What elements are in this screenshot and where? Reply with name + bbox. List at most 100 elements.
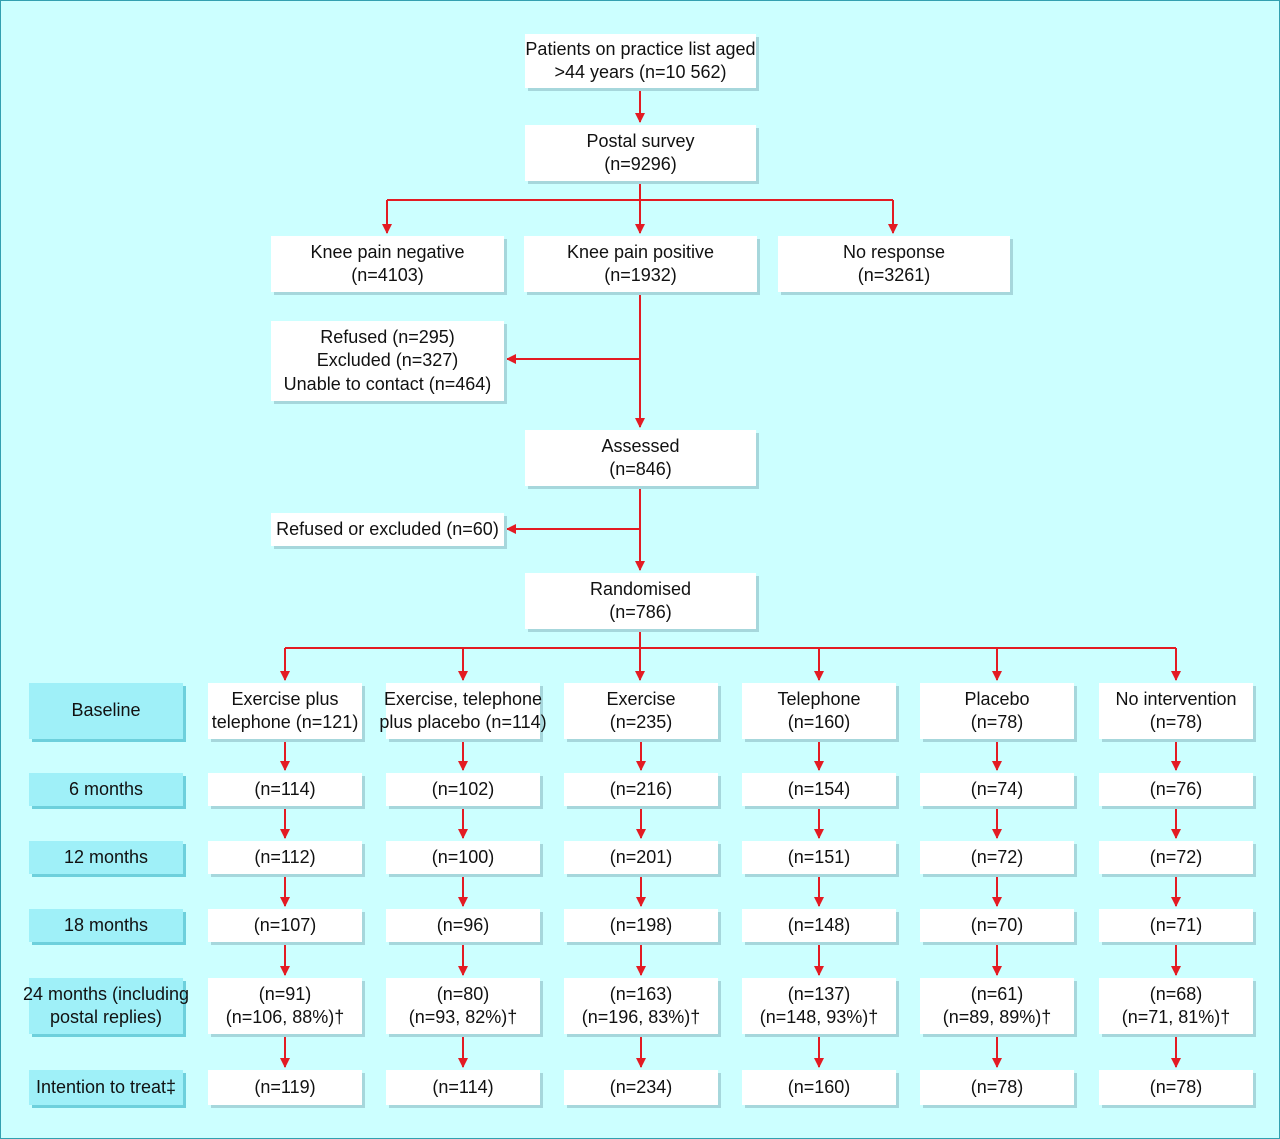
cell-baseline-telephone: Telephone (n=160) — [742, 683, 896, 739]
cell-6-months-exercise-telephone: (n=114) — [208, 773, 362, 806]
cell-text: (n=68) — [1149, 983, 1203, 1004]
cell-text: (n=107) — [253, 914, 317, 935]
cell-24-months-no-intervention: (n=68) (n=71, 81%)† — [1099, 978, 1253, 1034]
cell-intention-to-treat-exercise: (n=234) — [564, 1070, 718, 1105]
cell-18-months-placebo: (n=70) — [920, 909, 1074, 942]
row-label-baseline: Baseline — [29, 683, 183, 739]
cell-text: Telephone — [777, 688, 861, 709]
cell-text: Exercise plus — [231, 688, 339, 709]
cell-text: (n=96) — [436, 914, 490, 935]
cell-text: (n=163) — [609, 983, 673, 1004]
cell-intention-to-treat-no-intervention: (n=78) — [1099, 1070, 1253, 1105]
cell-text: (n=198) — [609, 914, 673, 935]
cell-text: Exercise — [606, 688, 676, 709]
refused-excluded-box: Refused (n=295) Excluded (n=327) Unable … — [271, 321, 504, 401]
cell-12-months-exercise: (n=201) — [564, 841, 718, 874]
cell-text: (n=61) — [970, 983, 1024, 1004]
cell-text: (n=148, 93%)† — [759, 1007, 879, 1027]
cell-6-months-exercise-telephone-placebo: (n=102) — [386, 773, 540, 806]
no-response-box: No response (n=3261) — [778, 236, 1010, 292]
cell-text: (n=78) — [1149, 1076, 1203, 1097]
cell-text: (n=71, 81%)† — [1121, 1007, 1231, 1027]
cell-text: (n=91) — [258, 983, 312, 1004]
cell-text: (n=216) — [609, 778, 673, 799]
randomised-box: Randomised (n=786) — [525, 573, 756, 629]
cell-text: (n=72) — [1149, 846, 1203, 867]
cell-18-months-no-intervention: (n=71) — [1099, 909, 1253, 942]
cell-text: (n=102) — [431, 778, 495, 799]
row-label-6-months: 6 months — [29, 773, 183, 806]
cell-text: plus placebo (n=114) — [379, 712, 547, 732]
cell-12-months-exercise-telephone-placebo: (n=100) — [386, 841, 540, 874]
practice-list-box: Patients on practice list aged >44 years… — [525, 34, 756, 88]
cell-text: (n=106, 88%)† — [225, 1007, 345, 1027]
assessed-box: Assessed (n=846) — [525, 430, 756, 486]
cell-baseline-no-intervention: No intervention (n=78) — [1099, 683, 1253, 739]
cell-text: (n=235) — [609, 712, 673, 732]
cell-12-months-exercise-telephone: (n=112) — [208, 841, 362, 874]
row-label-18-months: 18 months — [29, 909, 183, 942]
cell-text: (n=119) — [254, 1076, 316, 1097]
cell-baseline-placebo: Placebo (n=78) — [920, 683, 1074, 739]
knee-pain-positive-box: Knee pain positive (n=1932) — [524, 236, 757, 292]
cell-text: (n=114) — [254, 778, 316, 799]
cell-24-months-exercise-telephone-placebo: (n=80)(n=93, 82%)† — [386, 978, 540, 1034]
cell-text: (n=72) — [970, 846, 1024, 867]
row-label-12-months: 12 months — [29, 841, 183, 874]
cell-text: (n=151) — [787, 846, 851, 867]
cell-24-months-placebo: (n=61) (n=89, 89%)† — [920, 978, 1074, 1034]
cell-text: (n=201) — [609, 846, 673, 867]
cell-baseline-exercise-telephone: Exercise plus telephone (n=121) — [208, 683, 362, 739]
cell-text: (n=114) — [432, 1076, 494, 1097]
cell-text: (n=196, 83%)† — [581, 1007, 701, 1027]
cell-text: telephone (n=121) — [211, 712, 359, 732]
cell-18-months-exercise-telephone: (n=107) — [208, 909, 362, 942]
cell-text: No intervention — [1115, 688, 1237, 709]
cell-18-months-exercise: (n=198) — [564, 909, 718, 942]
cell-18-months-telephone: (n=148) — [742, 909, 896, 942]
cell-24-months-exercise-telephone: (n=91) (n=106, 88%)† — [208, 978, 362, 1034]
row-label-24-months: 24 months (including postal replies) — [23, 978, 189, 1034]
cell-6-months-exercise: (n=216) — [564, 773, 718, 806]
cell-text: (n=160) — [787, 712, 851, 732]
cell-text: (n=137) — [787, 983, 851, 1004]
cell-baseline-exercise-telephone-placebo: Exercise, telephone plus placebo (n=114) — [379, 683, 547, 739]
cell-text: (n=70) — [970, 914, 1024, 935]
refused-or-excluded-box: Refused or excluded (n=60) — [271, 513, 504, 546]
cell-18-months-exercise-telephone-placebo: (n=96) — [386, 909, 540, 942]
cell-text: (n=76) — [1149, 778, 1203, 799]
cell-text: (n=78) — [970, 712, 1024, 732]
cell-text: (n=160) — [787, 1076, 851, 1097]
cell-text: (n=93, 82%)† — [408, 1007, 518, 1027]
cell-text: (n=154) — [787, 778, 851, 799]
cell-text: (n=234) — [609, 1076, 673, 1097]
knee-pain-negative-box: Knee pain negative (n=4103) — [271, 236, 504, 292]
cell-text: (n=71) — [1149, 914, 1203, 935]
cell-6-months-no-intervention: (n=76) — [1099, 773, 1253, 806]
row-label-intention-to-treat: Intention to treat‡ — [29, 1070, 183, 1105]
cell-6-months-placebo: (n=74) — [920, 773, 1074, 806]
cell-text: (n=148) — [787, 914, 851, 935]
cell-intention-to-treat-exercise-telephone: (n=119) — [208, 1070, 362, 1105]
cell-text: (n=112) — [254, 846, 316, 867]
cell-24-months-telephone: (n=137) (n=148, 93%)† — [742, 978, 896, 1034]
cell-6-months-telephone: (n=154) — [742, 773, 896, 806]
cell-text: (n=78) — [970, 1076, 1024, 1097]
cell-intention-to-treat-telephone: (n=160) — [742, 1070, 896, 1105]
cell-text: (n=74) — [970, 778, 1024, 799]
cell-text: Placebo — [964, 688, 1030, 709]
cell-intention-to-treat-placebo: (n=78) — [920, 1070, 1074, 1105]
cell-text: Exercise, telephone — [383, 688, 543, 709]
cell-text: (n=100) — [431, 846, 495, 867]
cell-24-months-exercise: (n=163) (n=196, 83%)† — [564, 978, 718, 1034]
cell-intention-to-treat-exercise-telephone-placebo: (n=114) — [386, 1070, 540, 1105]
postal-survey-box: Postal survey (n=9296) — [525, 125, 756, 181]
cell-baseline-exercise: Exercise (n=235) — [564, 683, 718, 739]
cell-12-months-no-intervention: (n=72) — [1099, 841, 1253, 874]
cell-12-months-telephone: (n=151) — [742, 841, 896, 874]
cell-text: (n=89, 89%)† — [942, 1007, 1052, 1027]
cell-text: (n=78) — [1149, 712, 1203, 732]
cell-12-months-placebo: (n=72) — [920, 841, 1074, 874]
